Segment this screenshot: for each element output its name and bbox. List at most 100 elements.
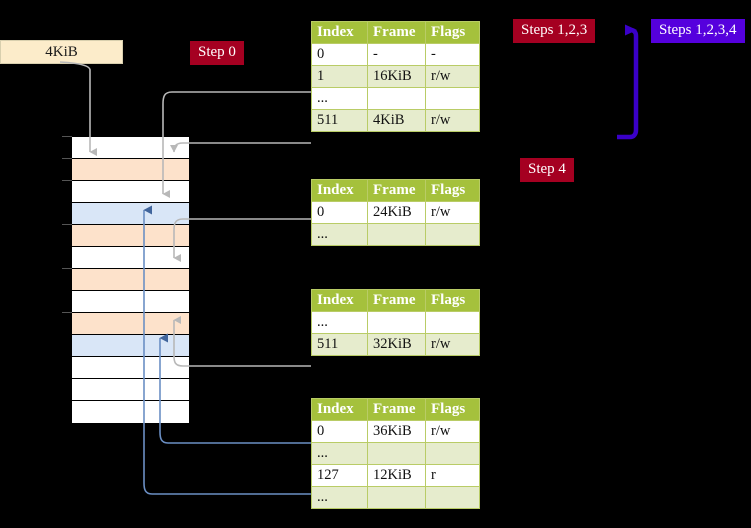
memory-frame-row [72,379,189,401]
steps-123-label: Steps 1,2,3 [521,22,588,38]
cell-index: ... [311,486,368,509]
table-row: ... [311,311,480,334]
steps-1234-label: Steps 1,2,3,4 [659,22,737,38]
cell-index: 0 [311,420,368,443]
column-header-flags: Flags [425,398,480,421]
page-table-pt: Index Frame Flags 0 36KiB r/w ... 127 12… [311,398,480,509]
cell-frame: 4KiB [367,109,426,132]
memory-tick [62,136,72,137]
table-row: ... [311,87,480,110]
table-header-row: Index Frame Flags [311,179,480,202]
cell-index: ... [311,311,368,334]
physical-memory-label: 4KiB [45,43,78,60]
cell-flags [425,442,480,465]
physical-memory-box: 4KiB [0,40,123,64]
table-row: ... [311,442,480,465]
memory-frame-row [72,313,189,335]
memory-tick [62,268,72,269]
column-header-frame: Frame [367,179,426,202]
cell-index: ... [311,442,368,465]
cell-flags: r/w [425,109,480,132]
cell-frame [367,311,426,334]
table-row: 0 24KiB r/w [311,201,480,224]
cell-flags: r/w [425,333,480,356]
table-row: 0 36KiB r/w [311,420,480,443]
cell-index: 0 [311,43,368,66]
arrow-pml4-row511-to-frame [173,142,311,157]
table-header-row: Index Frame Flags [311,21,480,44]
memory-frame-row [72,181,189,203]
memory-frame-row [72,159,189,181]
steps-123-badge: Steps 1,2,3 [513,19,596,43]
memory-frame-row [72,203,189,225]
cell-frame [367,87,426,110]
cell-index: 511 [311,109,368,132]
cell-frame [367,486,426,509]
physical-memory-column [71,136,190,423]
memory-tick [62,224,72,225]
cell-flags: - [425,43,480,66]
memory-frame-row [72,401,189,423]
cell-flags [425,486,480,509]
column-header-flags: Flags [425,21,480,44]
memory-frame-row [72,247,189,269]
cell-flags [425,311,480,334]
cell-index: 511 [311,333,368,356]
table-row: 127 12KiB r [311,464,480,487]
page-table-pd: Index Frame Flags ... 511 32KiB r/w [311,289,480,356]
table-row: 511 4KiB r/w [311,109,480,132]
cell-frame [367,442,426,465]
cell-index: 127 [311,464,368,487]
cell-flags: r [425,464,480,487]
cell-frame: 24KiB [367,201,426,224]
column-header-frame: Frame [367,289,426,312]
cell-flags [425,87,480,110]
memory-frame-row [72,225,189,247]
column-header-frame: Frame [367,21,426,44]
memory-frame-row [72,291,189,313]
column-header-frame: Frame [367,398,426,421]
cell-frame: - [367,43,426,66]
memory-frame-row [72,357,189,379]
table-header-row: Index Frame Flags [311,398,480,421]
memory-frame-row [72,137,189,159]
column-header-index: Index [311,179,368,202]
cell-frame [367,223,426,246]
cell-flags: r/w [425,201,480,224]
table-header-row: Index Frame Flags [311,289,480,312]
table-row: 0 - - [311,43,480,66]
memory-tick [62,312,72,313]
memory-tick [62,158,72,159]
column-header-flags: Flags [425,179,480,202]
arrow-pd-row511-to-frame [173,316,311,367]
cell-index: ... [311,223,368,246]
page-table-pml4: Index Frame Flags 0 - - 1 16KiB r/w ... … [311,21,480,132]
column-header-index: Index [311,289,368,312]
column-header-flags: Flags [425,289,480,312]
steps-1234-badge: Steps 1,2,3,4 [651,19,745,43]
cell-flags: r/w [425,420,480,443]
table-row: 1 16KiB r/w [311,65,480,88]
cell-index: 1 [311,65,368,88]
memory-frame-row [72,335,189,357]
step0-label: Step 0 [198,44,236,60]
cell-index: 0 [311,201,368,224]
table-row: ... [311,223,480,246]
memory-tick [62,180,72,181]
cell-frame: 16KiB [367,65,426,88]
step0-badge: Step 0 [190,41,244,65]
page-table-pdpt: Index Frame Flags 0 24KiB r/w ... [311,179,480,246]
column-header-index: Index [311,21,368,44]
arrow-pdpt-row0-to-frame [173,218,311,262]
cell-index: ... [311,87,368,110]
step4-label: Step 4 [528,161,566,177]
cell-frame: 32KiB [367,333,426,356]
cell-flags [425,223,480,246]
arrow-steps-bracket [617,24,639,140]
column-header-index: Index [311,398,368,421]
step4-badge: Step 4 [520,158,574,182]
cell-frame: 36KiB [367,420,426,443]
cell-frame: 12KiB [367,464,426,487]
table-row: ... [311,486,480,509]
